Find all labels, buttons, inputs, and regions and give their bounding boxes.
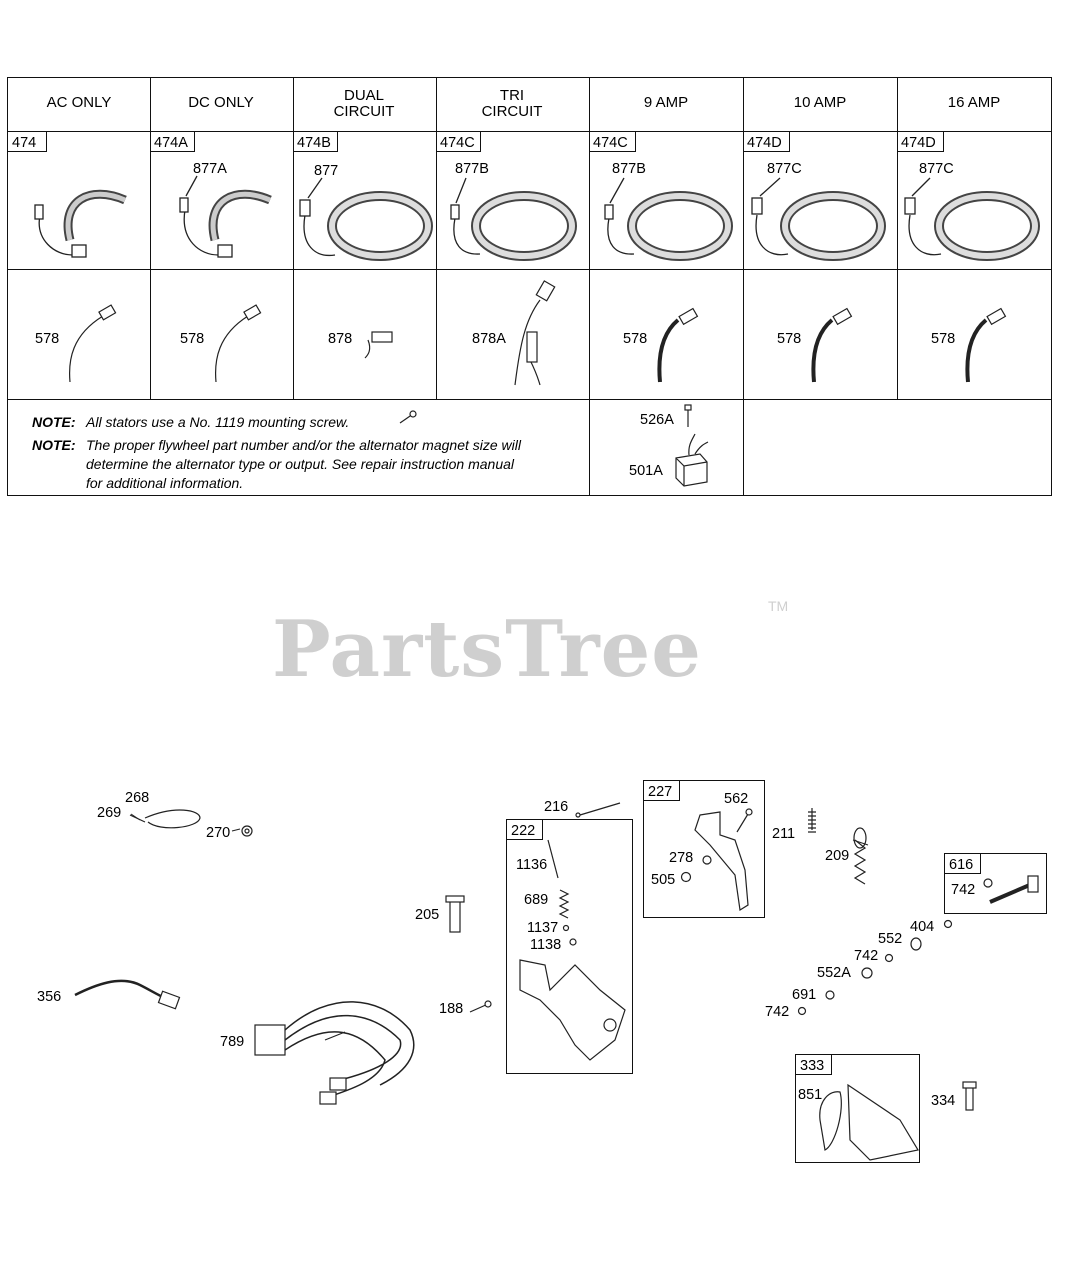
header-ac-only: AC ONLY <box>47 94 112 111</box>
part-label: 552A <box>817 965 851 981</box>
part-label: 851 <box>798 1087 822 1103</box>
part-label: 356 <box>37 989 61 1005</box>
part-boxes <box>506 780 1047 1163</box>
lead-label: 578 <box>777 331 801 347</box>
box-227 <box>643 780 765 918</box>
box-label: 616 <box>949 857 973 873</box>
box-label: 333 <box>800 1058 824 1074</box>
ring-stators <box>299 177 1040 261</box>
table-headers: AC ONLY DC ONLY DUAL CIRCUIT TRI CIRCUIT… <box>47 87 1001 120</box>
screw-icon <box>399 410 417 424</box>
part-label: 742 <box>765 1004 789 1020</box>
part-label: 505 <box>651 872 675 888</box>
part-drawings <box>74 802 1039 1161</box>
regulator-drawing <box>675 404 709 487</box>
part-label: 211 <box>772 826 795 842</box>
part-label: 691 <box>792 987 816 1003</box>
watermark: PartsTree TM <box>272 598 788 695</box>
harness-789 <box>254 1001 415 1105</box>
leader-lines <box>130 813 869 846</box>
box-222 <box>506 819 633 1074</box>
part-label: 404 <box>910 919 934 935</box>
watermark-tm: TM <box>768 598 788 614</box>
stator-label: 474A <box>154 135 188 151</box>
notes: NOTE: All stators use a No. 1119 mountin… <box>32 410 522 491</box>
lead-label: 878A <box>472 331 506 347</box>
lead-label: 878 <box>328 331 352 347</box>
header-dc-only: DC ONLY <box>188 94 254 111</box>
box-616 <box>944 853 1047 914</box>
stator-label: 474D <box>901 135 936 151</box>
note-text: All stators use a No. 1119 mounting scre… <box>85 414 349 430</box>
stator-label: 474D <box>747 135 782 151</box>
harness-label: 877B <box>612 161 646 177</box>
harness-label: 877C <box>919 161 954 177</box>
stator-table <box>7 77 1052 496</box>
part-label: 742 <box>951 882 975 898</box>
stator-labels: 474 474A 474B 474C 474C 474D 474D <box>12 135 936 151</box>
part-label: 268 <box>125 790 149 806</box>
regulator-unit-label: 501A <box>629 463 663 479</box>
stator-drawings <box>34 175 1040 261</box>
watermark-text: PartsTree <box>272 604 702 695</box>
part-label: 216 <box>544 799 568 815</box>
note-line: The proper flywheel part number and/or t… <box>86 437 522 453</box>
harness-label: 877 <box>314 163 338 179</box>
stator-label: 474C <box>440 135 475 151</box>
part-label: 689 <box>524 892 548 908</box>
part-label: 209 <box>825 848 849 864</box>
header-dual-line2: CIRCUIT <box>334 103 395 120</box>
note-line: determine the alternator type or output.… <box>86 456 515 472</box>
note-prefix: NOTE: <box>32 437 76 453</box>
box-label: 222 <box>511 823 535 839</box>
part-label: 742 <box>854 948 878 964</box>
part-labels: 268 269 270 356 789 205 188 216 1136 689… <box>37 790 975 1109</box>
stator-474A-drawing <box>179 175 272 258</box>
lead-label: 578 <box>35 331 59 347</box>
part-label: 188 <box>439 1001 463 1017</box>
note-prefix: NOTE: <box>32 414 76 430</box>
header-tri-line2: CIRCUIT <box>482 103 543 120</box>
part-label: 270 <box>206 825 230 841</box>
part-label: 1138 <box>530 937 561 953</box>
header-10-amp: 10 AMP <box>794 94 847 111</box>
stator-label: 474B <box>297 135 331 151</box>
box-label: 227 <box>648 784 672 800</box>
box-333 <box>795 1054 920 1163</box>
part-label: 1136 <box>516 857 547 873</box>
part-label: 1137 <box>527 920 558 936</box>
part-label: 278 <box>669 850 693 866</box>
harness-labels: 877A 877 877B 877B 877C 877C <box>193 161 954 179</box>
harness-label: 877A <box>193 161 227 177</box>
header-16-amp: 16 AMP <box>948 94 1001 111</box>
part-label: 334 <box>931 1093 955 1109</box>
regulator: 526A 501A <box>629 404 709 487</box>
part-label: 552 <box>878 931 902 947</box>
stator-label: 474 <box>12 135 36 151</box>
harness-label: 877B <box>455 161 489 177</box>
header-tri-line1: TRI <box>500 87 524 104</box>
lead-label: 578 <box>180 331 204 347</box>
stator-474-drawing <box>34 189 127 258</box>
part-label: 269 <box>97 805 121 821</box>
header-dual-line1: DUAL <box>344 87 384 104</box>
note-line: for additional information. <box>86 475 243 491</box>
part-label: 205 <box>415 907 439 923</box>
part-label: 789 <box>220 1034 244 1050</box>
header-9-amp: 9 AMP <box>644 94 688 111</box>
lead-label: 578 <box>931 331 955 347</box>
box-labels: 222 227 616 333 <box>511 784 973 1074</box>
lead-drawings <box>69 280 1007 386</box>
harness-label: 877C <box>767 161 802 177</box>
stator-label: 474C <box>593 135 628 151</box>
part-label: 562 <box>724 791 748 807</box>
lead-labels: 578 578 878 878A 578 578 578 <box>35 331 955 347</box>
lead-label: 578 <box>623 331 647 347</box>
regulator-bolt-label: 526A <box>640 412 674 428</box>
